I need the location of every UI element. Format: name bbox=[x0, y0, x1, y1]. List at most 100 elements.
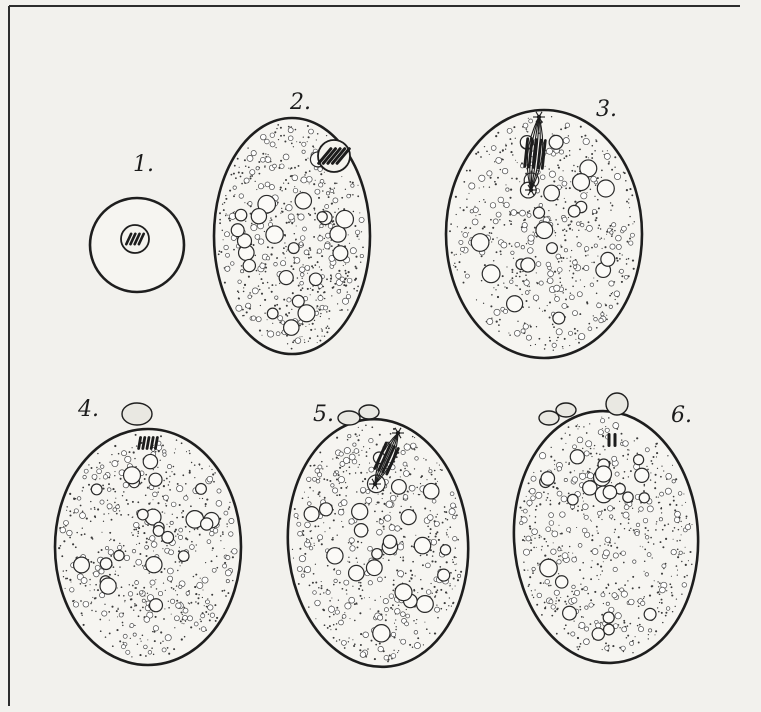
stipple-dot bbox=[456, 563, 457, 564]
stipple-dot bbox=[454, 556, 456, 558]
stipple-dot bbox=[568, 217, 569, 218]
stipple-dot bbox=[601, 177, 602, 178]
yolk-granule bbox=[609, 305, 612, 308]
stipple-dot bbox=[677, 574, 678, 575]
stipple-dot bbox=[63, 570, 64, 571]
stipple-dot bbox=[376, 521, 377, 522]
stipple-dot bbox=[640, 546, 641, 547]
stipple-dot bbox=[457, 579, 459, 581]
yolk-granule bbox=[74, 509, 78, 513]
yolk-granule bbox=[491, 146, 496, 151]
stipple-dot bbox=[114, 573, 116, 575]
stipple-dot bbox=[232, 580, 233, 581]
stipple-dot bbox=[275, 284, 276, 285]
stipple-dot bbox=[455, 585, 456, 586]
stipple-dot bbox=[572, 229, 573, 230]
stipple-dot bbox=[410, 506, 412, 508]
stipple-dot bbox=[527, 131, 528, 132]
stipple-dot bbox=[431, 474, 433, 476]
yolk-granule bbox=[67, 530, 73, 536]
stipple-dot bbox=[234, 165, 236, 167]
stipple-dot bbox=[336, 640, 337, 641]
stipple-dot bbox=[361, 542, 362, 543]
yolk-granule bbox=[248, 295, 252, 299]
yolk-granule bbox=[93, 571, 99, 577]
stipple-dot bbox=[594, 591, 596, 593]
stipple-dot bbox=[466, 170, 468, 172]
vacuole bbox=[423, 483, 439, 499]
yolk-granule bbox=[105, 546, 108, 549]
stipple-dot bbox=[286, 222, 288, 224]
yolk-granule bbox=[385, 515, 391, 521]
stipple-dot bbox=[566, 230, 568, 232]
stipple-dot bbox=[314, 219, 316, 221]
stipple-dot bbox=[309, 530, 311, 532]
vacuole bbox=[284, 320, 299, 335]
stipple-dot bbox=[141, 482, 143, 484]
stipple-dot bbox=[244, 202, 245, 203]
stipple-dot bbox=[374, 658, 376, 660]
stipple-dot bbox=[307, 288, 309, 290]
yolk-granule bbox=[547, 278, 553, 284]
stipple-dot bbox=[99, 462, 101, 464]
stipple-dot bbox=[674, 509, 676, 511]
stipple-dot bbox=[643, 598, 644, 599]
stipple-dot bbox=[421, 588, 423, 590]
stipple-dot bbox=[400, 469, 402, 471]
stipple-dot bbox=[290, 175, 292, 177]
stipple-dot bbox=[572, 553, 573, 554]
stipple-dot bbox=[264, 299, 266, 301]
stipple-dot bbox=[292, 549, 293, 550]
stipple-dot bbox=[626, 263, 628, 265]
stipple-dot bbox=[348, 557, 349, 558]
stipple-dot bbox=[307, 125, 309, 127]
stipple-dot bbox=[615, 582, 617, 584]
yolk-granule bbox=[378, 646, 383, 651]
stipple-dot bbox=[175, 590, 176, 591]
stipple-dot bbox=[685, 564, 687, 566]
stipple-dot bbox=[185, 621, 186, 622]
stipple-dot bbox=[579, 646, 581, 648]
stipple-dot bbox=[548, 210, 549, 211]
yolk-granule bbox=[250, 170, 255, 175]
stipple-dot bbox=[479, 214, 480, 215]
stipple-dot bbox=[143, 532, 145, 534]
yolk-granule bbox=[305, 265, 310, 270]
stipple-dot bbox=[63, 540, 65, 542]
yolk-granule bbox=[270, 133, 275, 138]
stipple-dot bbox=[323, 609, 325, 611]
stipple-dot bbox=[349, 243, 350, 244]
stipple-dot bbox=[500, 250, 502, 252]
stipple-dot bbox=[543, 582, 544, 583]
stipple-dot bbox=[91, 537, 93, 539]
stipple-dot bbox=[497, 132, 499, 134]
stipple-dot bbox=[569, 228, 571, 230]
vacuole bbox=[150, 599, 163, 612]
vacuole bbox=[146, 557, 162, 573]
stipple-dot bbox=[72, 543, 74, 545]
vacuole bbox=[597, 180, 614, 197]
stipple-dot bbox=[614, 532, 615, 533]
yolk-granule bbox=[612, 223, 616, 227]
stipple-dot bbox=[591, 247, 593, 249]
stipple-dot bbox=[615, 299, 616, 300]
stipple-dot bbox=[333, 192, 334, 193]
stipple-dot bbox=[339, 639, 340, 640]
yolk-granule bbox=[306, 176, 312, 182]
stipple-dot bbox=[427, 525, 429, 527]
stipple-dot bbox=[364, 564, 365, 565]
stipple-dot bbox=[382, 498, 383, 499]
stipple-dot bbox=[539, 537, 540, 538]
stipple-dot bbox=[175, 561, 177, 563]
stipple-dot bbox=[674, 527, 676, 529]
yolk-granule bbox=[179, 528, 183, 532]
stipple-dot bbox=[314, 543, 315, 544]
stipple-dot bbox=[206, 499, 208, 501]
stipple-dot bbox=[189, 453, 191, 455]
stipple-dot bbox=[558, 337, 559, 338]
stipple-dot bbox=[407, 465, 408, 466]
stipple-dot bbox=[276, 128, 277, 129]
yolk-granule bbox=[645, 448, 649, 452]
vacuole bbox=[440, 545, 450, 555]
stipple-dot bbox=[543, 538, 545, 540]
